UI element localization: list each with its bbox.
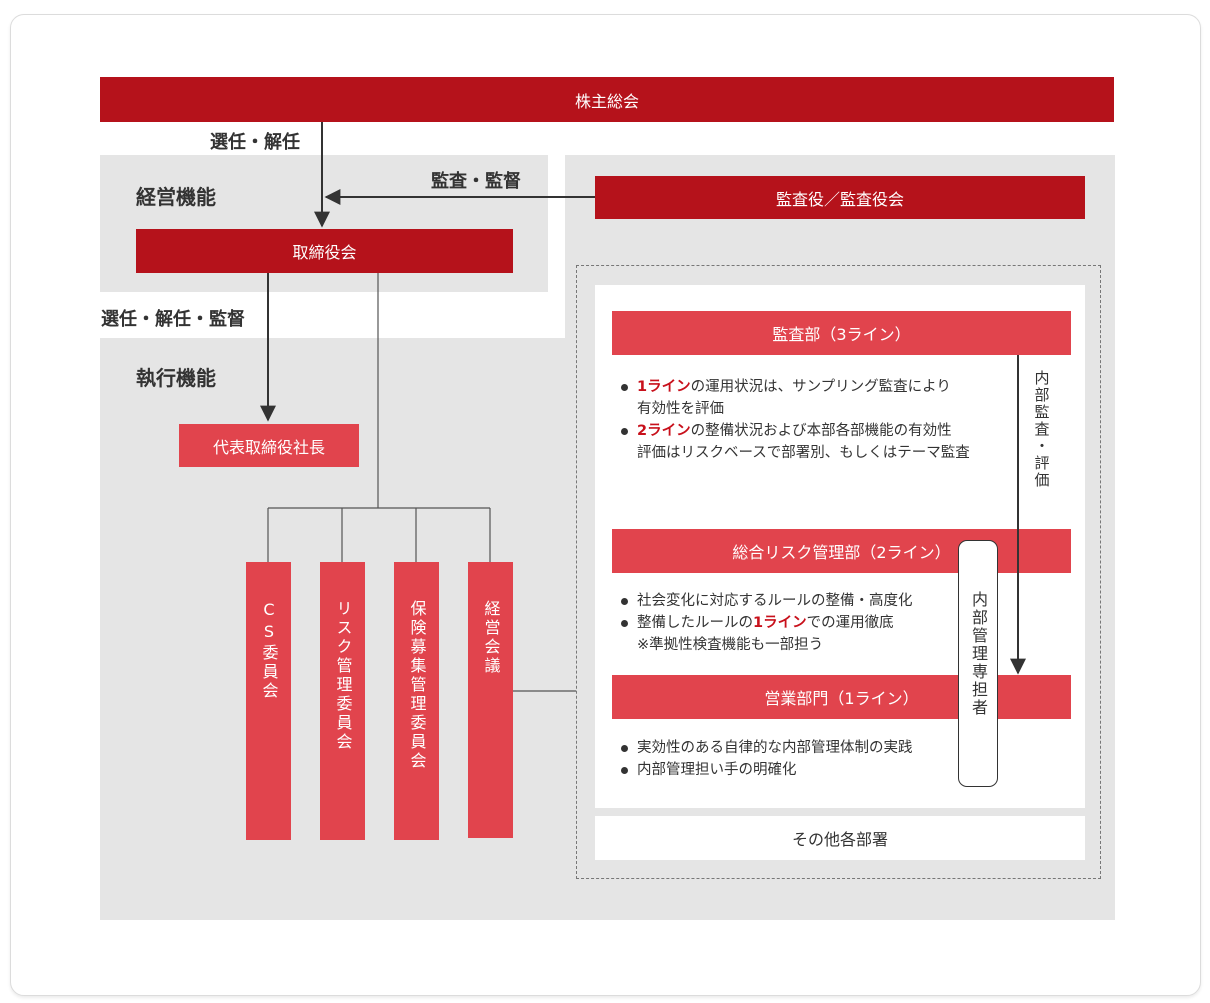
management-function-label: 経営機能 (136, 185, 216, 209)
audit-bullet-1: 1ラインの運用状況は、サンプリング監査により有効性を評価 (619, 376, 1019, 420)
risk-dept-bullets: 社会変化に対応するルールの整備・高度化 整備したルールの1ラインでの運用徹底 ※準… (619, 590, 959, 656)
committee-insurance-label: 保険募集管理委員会 (407, 600, 427, 771)
audit-dept-header: 監査部（3ライン） (612, 311, 1071, 355)
elect-dismiss-supervise-label: 選任・解任・監督 (101, 309, 245, 330)
audit-bullet-1-text: の運用状況は、サンプリング監査により (690, 379, 951, 395)
committee-risk: リスク管理委員会 (320, 562, 365, 840)
committee-management-label: 経営会議 (481, 600, 501, 676)
internal-manager-label: 内部管理専担者 (969, 591, 988, 717)
risk-bullet-2-pre: 整備したルールの (637, 615, 753, 631)
audit-bullet-1-cont: 有効性を評価 (637, 401, 724, 417)
sales-bullet-2: 内部管理担い手の明確化 (619, 759, 959, 781)
risk-bullet-2: 整備したルールの1ラインでの運用徹底 ※準拠性検査機能も一部担う (619, 612, 959, 656)
audit-bullet-2-text: の整備状況および本部各部機能の有効性 (690, 423, 952, 439)
audit-bullet-2-cont: 評価はリスクベースで部署別、もしくはテーマ監査 (637, 445, 970, 461)
audit-bullet-2: 2ラインの整備状況および本部各部機能の有効性評価はリスクベースで部署別、もしくは… (619, 420, 1019, 464)
audit-supervise-label: 監査・監督 (431, 171, 521, 192)
three-lines-group (576, 265, 1101, 879)
internal-audit-label: 内部監査・評価 (1032, 370, 1051, 489)
other-departments: その他各部署 (595, 816, 1085, 860)
risk-note: ※準拠性検査機能も一部担う (637, 637, 824, 653)
audit-dept-bullets: 1ラインの運用状況は、サンプリング監査により有効性を評価 2ラインの整備状況およ… (619, 376, 1019, 464)
elect-dismiss-label: 選任・解任 (210, 132, 300, 153)
committee-cs-label: CS委員会 (259, 600, 279, 701)
other-departments-label: その他各部署 (791, 830, 888, 849)
audit-bullet-1-highlight: 1ライン (637, 379, 691, 395)
shareholders-meeting: 株主総会 (100, 77, 1114, 122)
risk-bullet-1: 社会変化に対応するルールの整備・高度化 (619, 590, 959, 612)
committee-risk-label: リスク管理委員会 (333, 600, 353, 752)
committee-cs: CS委員会 (246, 562, 291, 840)
audit-bullet-2-highlight: 2ライン (637, 423, 691, 439)
execution-function-label: 執行機能 (136, 366, 216, 390)
committee-management: 経営会議 (468, 562, 513, 838)
committee-insurance: 保険募集管理委員会 (394, 562, 439, 840)
board-of-directors: 取締役会 (136, 229, 513, 273)
sales-dept-bullets: 実効性のある自律的な内部管理体制の実践 内部管理担い手の明確化 (619, 737, 959, 781)
president-ceo: 代表取締役社長 (179, 424, 359, 467)
internal-audit-label-box: 内部監査・評価 (1029, 370, 1055, 520)
risk-bullet-2-post: での運用徹底 (806, 615, 894, 631)
auditors-board: 監査役／監査役会 (595, 176, 1085, 219)
sales-bullet-1: 実効性のある自律的な内部管理体制の実践 (619, 737, 959, 759)
internal-manager-box: 内部管理専担者 (958, 540, 998, 787)
risk-bullet-2-highlight: 1ライン (753, 615, 807, 631)
